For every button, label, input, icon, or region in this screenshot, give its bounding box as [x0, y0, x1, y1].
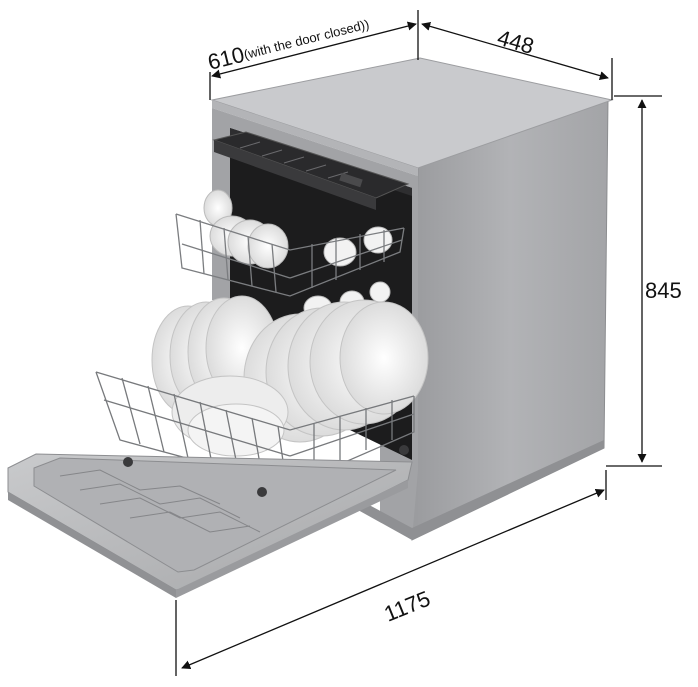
depth-value: 610: [205, 42, 247, 75]
open-door: [7, 445, 413, 598]
depth-label: 610(with the door closed)): [205, 11, 371, 75]
side-panel: [411, 99, 609, 541]
depth-note: (with the door closed)): [242, 16, 370, 62]
top-panel-front-edge: [212, 100, 418, 176]
dimension-lines: [175, 10, 662, 676]
svg-text:610(with the door closed)): 610(with the door closed)): [205, 11, 371, 75]
depth-dimension-line: [211, 21, 417, 79]
width-dimension-line: [421, 21, 609, 81]
lower-rack: [95, 295, 429, 487]
open-depth-value: 1175: [381, 586, 434, 627]
lower-rack-plates: [151, 295, 429, 457]
rack-wheel: [123, 457, 133, 467]
height-value: 845: [645, 278, 682, 303]
rack-wheel: [399, 445, 409, 455]
width-value: 448: [495, 25, 537, 59]
rack-wheel: [257, 487, 267, 497]
cutlery-tray: [212, 131, 410, 210]
upper-rack-plates: [203, 189, 289, 269]
open-depth-dimension-line: [181, 488, 605, 670]
